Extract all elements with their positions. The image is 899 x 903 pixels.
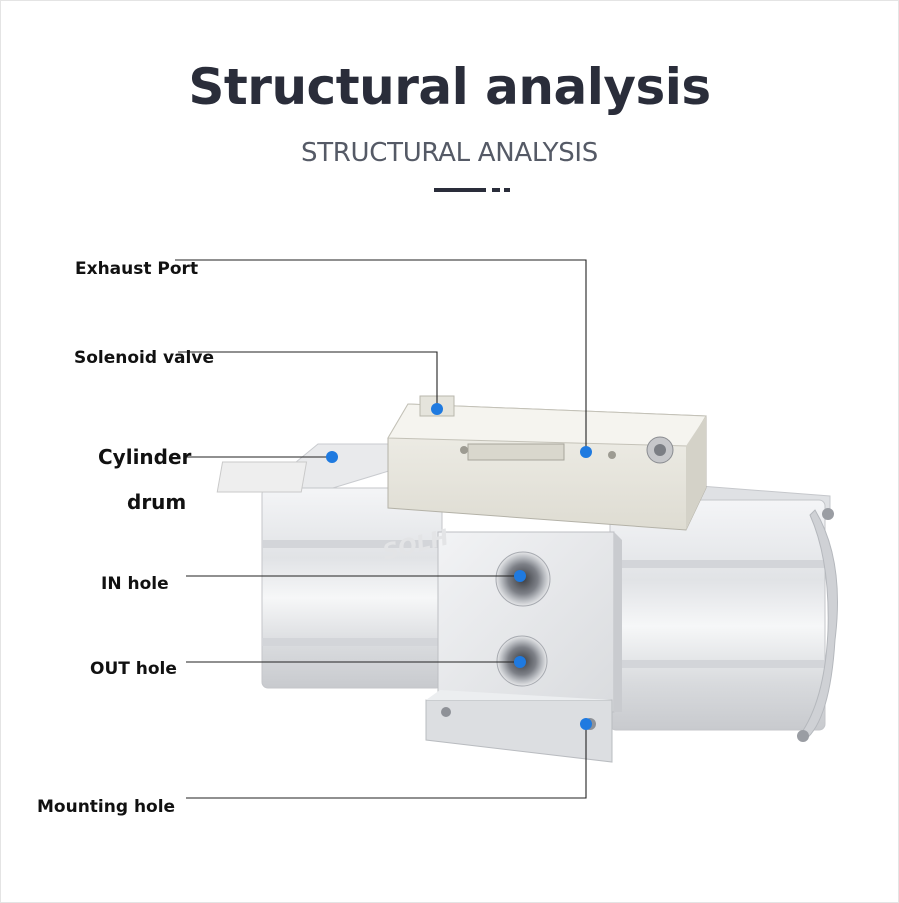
page-title: Structural analysis [188, 58, 711, 116]
leader-line-exhaust-port [175, 259, 587, 452]
marker-exhaust-port [580, 446, 592, 458]
solenoid-valve [387, 395, 707, 531]
label-exhaust-port: Exhaust Port [75, 259, 199, 279]
marker-cylinder-drum [326, 451, 338, 463]
label-mounting-hole: Mounting hole [37, 797, 176, 817]
label-cylinder-drum-line2: drum [127, 490, 187, 514]
leader-line-solenoid-valve [178, 351, 438, 409]
marker-out-hole [514, 656, 526, 668]
marker-mounting-hole [580, 718, 592, 730]
marker-dots [326, 403, 592, 730]
label-out-hole: OUT hole [90, 659, 177, 679]
leader-lines [175, 259, 587, 799]
label-solenoid-valve: Solenoid valve [74, 348, 214, 368]
page-subtitle: STRUCTURAL ANALYSIS [300, 138, 598, 168]
label-in-hole: IN hole [101, 574, 169, 594]
leader-line-mounting-hole [186, 725, 587, 799]
marker-solenoid-valve [431, 403, 443, 415]
label-cylinder-drum-line1: Cylinder [98, 445, 192, 469]
marker-in-hole [514, 570, 526, 582]
title-divider [434, 188, 510, 192]
